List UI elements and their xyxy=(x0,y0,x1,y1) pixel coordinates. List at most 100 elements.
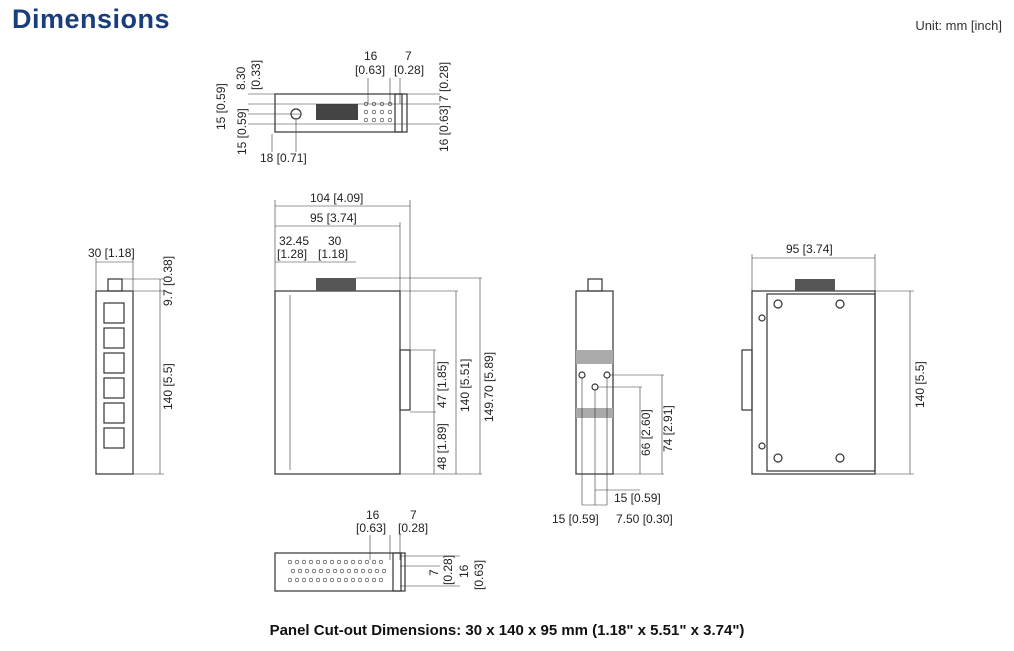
vent-hole xyxy=(308,577,314,583)
dim-label: 8.30 xyxy=(234,66,248,90)
vent-hole xyxy=(371,117,377,123)
dim-label: 15 [0.59] xyxy=(235,108,249,155)
rj45-port xyxy=(103,302,125,324)
side-view: 104 [4.09] 95 [3.74] 32.45 [1.28] 30 [1.… xyxy=(274,191,496,475)
din-rail-view: 66 [2.60] 74 [2.91] 15 [0.59] 15 [0.59] … xyxy=(552,278,675,526)
dim-label: [0.63] xyxy=(472,560,486,590)
vent-hole xyxy=(343,559,349,565)
vent-hole xyxy=(371,559,377,565)
vent-hole xyxy=(378,577,384,583)
vent-hole xyxy=(357,577,363,583)
dim-label: 15 [0.59] xyxy=(214,83,228,130)
dim-label: [0.63] xyxy=(355,63,385,77)
vent-hole xyxy=(381,568,387,574)
vent-hole xyxy=(387,117,393,123)
vent-hole xyxy=(297,568,303,574)
top-view: 8.30 [0.33] 15 [0.59] 15 [0.59] 18 [0.71… xyxy=(214,49,451,165)
vent-hole xyxy=(287,577,293,583)
dim-label: 48 [1.89] xyxy=(435,423,449,470)
dim-label: 74 [2.91] xyxy=(661,405,675,452)
rj45-port xyxy=(103,352,125,374)
dim-label: 66 [2.60] xyxy=(639,409,653,456)
vent-hole xyxy=(364,577,370,583)
vent-hole xyxy=(371,109,377,115)
dim-label: 149.70 [5.89] xyxy=(482,352,496,422)
vent-hole xyxy=(329,559,335,565)
dim-label: 9.7 [0.38] xyxy=(161,256,175,306)
vent-hole xyxy=(290,568,296,574)
rj45-port xyxy=(103,377,125,399)
vent-hole xyxy=(339,568,345,574)
vent-hole xyxy=(360,568,366,574)
dim-label: [0.63] xyxy=(356,521,386,535)
dim-label: 104 [4.09] xyxy=(310,191,363,205)
vent-hole xyxy=(350,559,356,565)
dim-label: 30 xyxy=(328,234,342,248)
vent-hole xyxy=(374,568,380,574)
dim-label: 7 [0.28] xyxy=(437,62,451,102)
dim-label: 7 xyxy=(405,49,412,63)
dim-label: 16 [0.63] xyxy=(437,105,451,152)
panel-cutout-note: Panel Cut-out Dimensions: 30 x 140 x 95 … xyxy=(269,622,745,639)
vent-hole xyxy=(322,577,328,583)
dim-label: 16 xyxy=(457,564,471,578)
vent-hole xyxy=(343,577,349,583)
bottom-view: 16 [0.63] 7 [0.28] [0.28] 7 16 [0.63] xyxy=(274,508,486,592)
vent-hole xyxy=(329,577,335,583)
terminal-block xyxy=(316,278,356,291)
rj45-port xyxy=(103,327,125,349)
dim-label: 140 [5.5] xyxy=(161,363,175,410)
dim-label: 7 xyxy=(410,508,417,522)
page-title: Dimensions xyxy=(12,4,171,34)
vent-hole xyxy=(304,568,310,574)
dim-label: 140 [5.5] xyxy=(913,361,927,408)
front-view: 30 [1.18] 9.7 [0.38] 140 [5.5] xyxy=(88,246,175,475)
vent-hole xyxy=(325,568,331,574)
dim-label: 30 [1.18] xyxy=(88,246,135,260)
dim-label: 16 xyxy=(366,508,380,522)
terminal-block xyxy=(795,279,835,291)
dim-label: 15 [0.59] xyxy=(552,512,599,526)
vent-hole xyxy=(315,559,321,565)
dim-label: 7.50 [0.30] xyxy=(616,512,673,526)
dim-label: [0.28] xyxy=(394,63,424,77)
back-view: 95 [3.74] 140 [5.5] xyxy=(741,242,927,475)
vent-hole xyxy=(294,577,300,583)
vent-hole xyxy=(336,559,342,565)
unit-label: Unit: mm [inch] xyxy=(915,18,1002,33)
rj45-port xyxy=(103,402,125,424)
vent-hole xyxy=(379,117,385,123)
vent-hole xyxy=(371,577,377,583)
dim-label: 15 [0.59] xyxy=(614,491,661,505)
vent-hole xyxy=(322,559,328,565)
dim-label: 32.45 xyxy=(279,234,309,248)
vent-hole xyxy=(353,568,359,574)
dim-label: 16 xyxy=(364,49,378,63)
vent-hole xyxy=(357,559,363,565)
vent-hole xyxy=(336,577,342,583)
vent-hole xyxy=(332,568,338,574)
vent-hole xyxy=(318,568,324,574)
vent-hole xyxy=(301,559,307,565)
dim-label: 95 [3.74] xyxy=(786,242,833,256)
dim-label: 7 xyxy=(427,569,441,576)
vent-hole xyxy=(287,559,293,565)
dim-label: [0.33] xyxy=(249,60,263,90)
vent-hole xyxy=(308,559,314,565)
dim-label: 47 [1.85] xyxy=(435,361,449,408)
vent-hole xyxy=(301,577,307,583)
vent-hole xyxy=(346,568,352,574)
dim-label: [1.28] xyxy=(277,247,307,261)
vent-hole xyxy=(363,109,369,115)
dim-label: 95 [3.74] xyxy=(310,211,357,225)
vent-hole xyxy=(367,568,373,574)
vent-hole xyxy=(364,559,370,565)
dim-label: [0.28] xyxy=(441,555,455,585)
dim-label: 18 [0.71] xyxy=(260,151,307,165)
vent-hole xyxy=(350,577,356,583)
vent-hole xyxy=(387,109,393,115)
dim-label: [1.18] xyxy=(318,247,348,261)
rj45-port xyxy=(103,427,125,449)
